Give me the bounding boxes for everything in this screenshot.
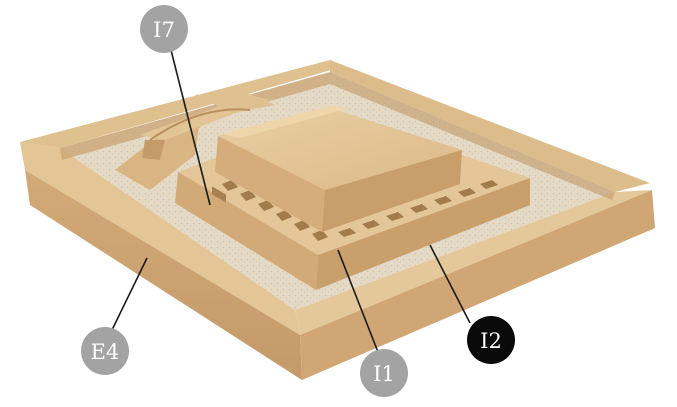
label-i7-circle <box>140 5 188 53</box>
leader-lines <box>111 49 471 353</box>
label-i2-circle <box>467 316 515 364</box>
outer-enclosure-wall <box>20 60 655 380</box>
chamber-row-right <box>338 180 498 237</box>
chamber-grid <box>212 186 226 203</box>
leader-line-i1 <box>337 249 379 353</box>
chamber-row-left <box>222 180 328 241</box>
leader-line-i2 <box>429 244 471 324</box>
label-i7: I7 <box>140 5 188 53</box>
label-i1-text: I1 <box>373 362 395 386</box>
label-i7-text: I7 <box>153 18 175 42</box>
label-i2-text: I2 <box>480 329 502 353</box>
label-e4-circle <box>81 327 129 375</box>
upper-platform <box>215 106 462 232</box>
label-i1: I1 <box>360 349 408 397</box>
label-i1-circle <box>360 349 408 397</box>
label-i2: I2 <box>467 316 515 364</box>
leader-line-i7 <box>170 49 211 206</box>
label-e4-text: E4 <box>91 340 120 364</box>
leader-line-e4 <box>111 257 148 331</box>
ramp-structure <box>115 90 275 190</box>
label-e4: E4 <box>81 327 129 375</box>
